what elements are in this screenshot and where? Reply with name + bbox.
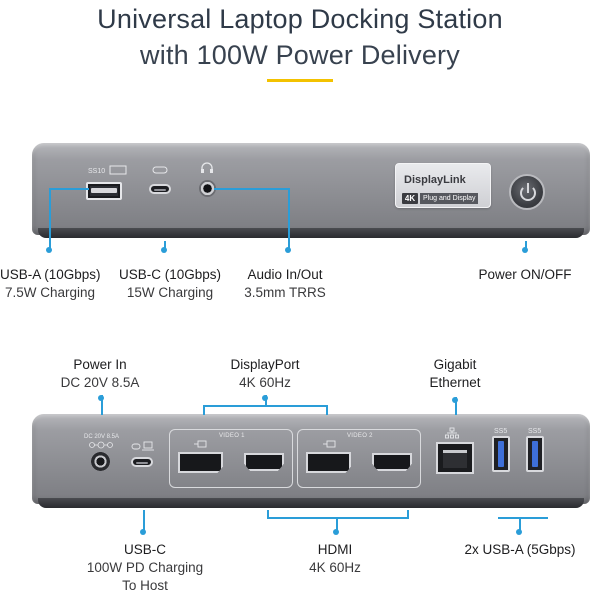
label-power-onoff: Power ON/OFF [470, 266, 580, 284]
displaylink-badge: DisplayLink 4K Plug and Display [395, 163, 491, 208]
label-displayport: DisplayPort 4K 60Hz [215, 356, 315, 392]
callout-hline-displayport [203, 405, 328, 407]
callout-tick-hdmi1 [267, 510, 269, 519]
laptop-usb-c-icon [131, 441, 154, 451]
callout-tick-dp2 [326, 405, 328, 415]
usb-c-icon [152, 166, 168, 174]
callout-dot-usba-back [516, 529, 522, 535]
label-displayport-name: DisplayPort [230, 357, 300, 372]
label-hdmi: HDMI 4K 60Hz [290, 541, 380, 577]
hdmi-port-1 [244, 453, 284, 471]
label-power-in-sub: DC 20V 8.5A [60, 375, 140, 390]
svg-text:SS10: SS10 [88, 168, 105, 175]
usb-superspeed-icon: SS10 [88, 165, 127, 175]
video1-group [169, 429, 293, 488]
callout-tick-hdmi2 [407, 510, 409, 519]
callout-line-hdmi [336, 517, 338, 533]
ethernet-port [436, 442, 474, 474]
callout-line-usbc [164, 241, 166, 252]
label-audio: Audio In/Out 3.5mm TRRS [235, 266, 335, 302]
callout-dot-hdmi [333, 529, 339, 535]
audio-jack [199, 180, 216, 197]
callout-dot-usbc [161, 247, 167, 253]
label-displayport-sub: 4K 60Hz [239, 375, 291, 390]
usb-a-port-back-1 [492, 436, 510, 472]
usb-a-port-back-2 [526, 436, 544, 472]
label-usb-a-back: 2x USB-A (5Gbps) [455, 541, 585, 559]
video2-label: VIDEO 2 [347, 433, 373, 439]
callout-hline-audio [214, 188, 290, 190]
label-audio-name: Audio In/Out [247, 267, 323, 282]
callout-dot-audio [285, 247, 291, 253]
displaylink-logo: DisplayLink [404, 174, 466, 186]
label-usb-a-front-sub: 7.5W Charging [4, 285, 96, 300]
page-subtitle: with 100W Power Delivery [140, 40, 460, 70]
callout-line-displayport [265, 395, 267, 407]
dc-rating-label: DC 20V 8.5A [84, 434, 120, 440]
label-usb-a-front: USB-A (10Gbps) 7.5W Charging [0, 266, 101, 302]
usb-superspeed-icon: SS5 [528, 428, 541, 434]
displayport-port-1 [178, 452, 223, 473]
label-hdmi-name: HDMI [317, 542, 353, 557]
label-power-in-name: Power In [73, 357, 127, 372]
callout-line-usbc-host [143, 510, 145, 532]
callout-line-audio [288, 188, 290, 252]
dc-power-jack [91, 452, 110, 471]
label-usb-c-front: USB-C (10Gbps) 15W Charging [110, 266, 230, 302]
label-usb-a-front-name: USB-A (10Gbps) [0, 267, 101, 282]
badge-plug-display: Plug and Display [420, 193, 478, 204]
dc-polarity-icon [89, 441, 113, 449]
label-gigabit-ethernet: Gigabit Ethernet [410, 356, 500, 392]
hdmi-port-2 [372, 453, 412, 471]
callout-dot-usba [46, 247, 52, 253]
callout-line-usba-back [519, 517, 521, 533]
callout-dot-power [522, 247, 528, 253]
callout-line-usba [49, 188, 51, 252]
displayport-icon [194, 440, 207, 448]
label-usb-c-host-name: USB-C [123, 542, 166, 557]
video1-label: VIDEO 1 [219, 433, 245, 439]
network-icon [445, 427, 459, 439]
callout-line-ethernet [455, 397, 457, 415]
callout-hline-usba [49, 188, 89, 190]
power-button[interactable] [509, 174, 545, 210]
label-ethernet-name: Ethernet [429, 375, 481, 390]
label-power-onoff-name: Power ON/OFF [478, 267, 572, 282]
video2-group [297, 429, 421, 488]
dock-front [32, 143, 590, 235]
callout-line-power-in [101, 395, 103, 415]
label-gigabit-name: Gigabit [433, 357, 477, 372]
badge-4k-tag: 4K [402, 193, 418, 204]
label-usb-c-host-sub1: 100W PD Charging [86, 560, 204, 575]
usb-superspeed-icon: SS5 [494, 428, 507, 434]
label-hdmi-sub: 4K 60Hz [309, 560, 361, 575]
usb-c-port [149, 184, 171, 194]
dock-back-base [38, 498, 584, 508]
page-title: Universal Laptop Docking Station [97, 4, 503, 34]
label-usb-c-front-sub: 15W Charging [126, 285, 214, 300]
callout-line-power [525, 241, 527, 252]
displayport-port-2 [306, 452, 351, 473]
label-usb-c-host-sub2: To Host [122, 578, 168, 593]
label-usb-c-host: USB-C 100W PD Charging To Host [70, 541, 220, 595]
label-power-in: Power In DC 20V 8.5A [55, 356, 145, 392]
displayport-icon [323, 440, 336, 448]
usb-c-host-port [131, 457, 153, 467]
label-audio-sub: 3.5mm TRRS [244, 285, 326, 300]
headphones-icon [201, 162, 213, 173]
callout-tick-dp1 [203, 405, 205, 415]
callout-hline-usba-back [498, 517, 548, 519]
callout-dot-usbc-host [140, 529, 146, 535]
label-usb-a-back-name: 2x USB-A (5Gbps) [464, 542, 576, 557]
power-icon [520, 185, 536, 201]
svg-text:SS5: SS5 [494, 428, 507, 434]
dock-front-base [38, 228, 584, 238]
label-usb-c-front-name: USB-C (10Gbps) [118, 267, 222, 282]
title-underline [267, 79, 333, 82]
callout-hline-hdmi [267, 517, 409, 519]
usb-a-port [86, 182, 122, 200]
svg-text:SS5: SS5 [528, 428, 541, 434]
